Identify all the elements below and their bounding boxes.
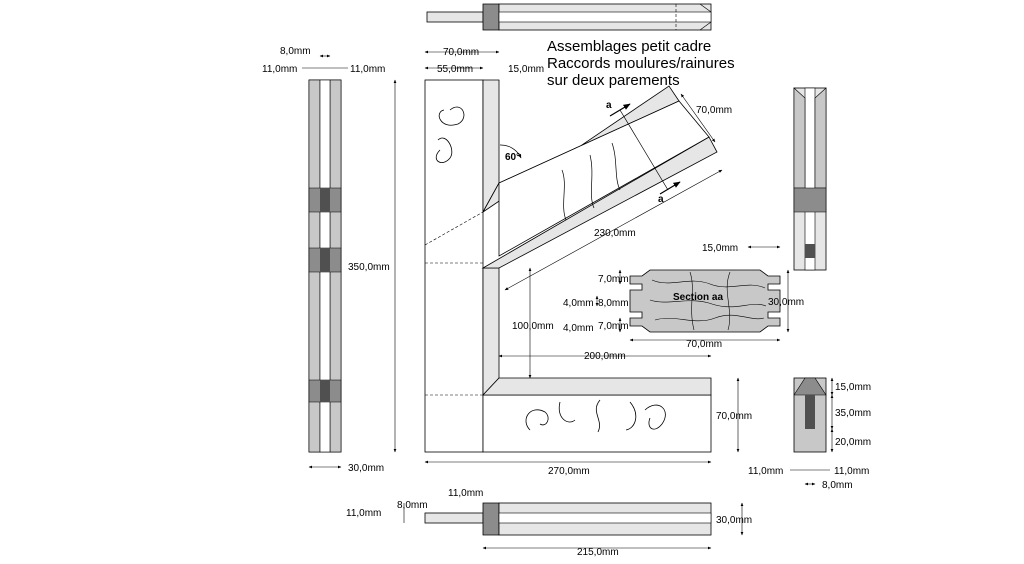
dim-w-270: 270,0mm xyxy=(548,466,590,477)
dim-sec-4b: 4,0mm xyxy=(563,323,594,334)
dimension-labels: 8,0mm 11,0mm 11,0mm 30,0mm 70,0mm 55,0mm… xyxy=(262,46,871,558)
right-side-view-top xyxy=(793,87,827,271)
right-side-view-bottom xyxy=(793,377,827,453)
title-line-1: Assemblages petit cadre xyxy=(547,38,712,55)
dim-w-200: 200,0mm xyxy=(584,351,626,362)
dim-top-70: 70,0mm xyxy=(443,47,479,58)
dim-left-30: 30,0mm xyxy=(348,463,384,474)
dim-bot-8: 8,0mm xyxy=(397,500,428,511)
dim-rs-8: 8,0mm xyxy=(822,480,853,491)
dim-rail-70: 70,0mm xyxy=(716,411,752,422)
section-mark-top: a xyxy=(606,100,612,111)
dim-left-8: 8,0mm xyxy=(280,46,311,57)
dim-sec-7a: 7,0mm xyxy=(598,274,629,285)
dim-rs-35: 35,0mm xyxy=(835,408,871,419)
dimension-lines xyxy=(302,50,834,550)
dim-bot-11a: 11,0mm xyxy=(346,508,381,519)
dim-rs-11b: 11,0mm xyxy=(834,466,869,477)
bottom-view xyxy=(424,502,712,536)
section-aa-label: Section aa xyxy=(673,292,723,303)
angle-label: 60° xyxy=(505,152,520,163)
dim-diag-70: 70,0mm xyxy=(696,105,732,116)
dim-sec-7b: 7,0mm xyxy=(598,321,629,332)
dim-bot-215: 215,0mm xyxy=(577,547,619,558)
top-view xyxy=(426,3,712,31)
title-line-2: Raccords moulures/rainures xyxy=(547,55,735,72)
dim-sec-70: 70,0mm xyxy=(686,339,722,350)
dim-sec-30: 30,0mm xyxy=(768,297,804,308)
dim-left-11a: 11,0mm xyxy=(262,64,297,75)
dim-h-100: 100,0mm xyxy=(512,321,554,332)
dim-sec-8: 8,0mm xyxy=(598,298,629,309)
dim-height-350: 350,0mm xyxy=(348,262,390,273)
dim-top-15: 15,0mm xyxy=(508,64,544,75)
dim-bot-30: 30,0mm xyxy=(716,515,752,526)
dim-top-55: 55,0mm xyxy=(437,64,473,75)
dim-rs-11a: 11,0mm xyxy=(748,466,783,477)
dim-left-11b: 11,0mm xyxy=(350,64,385,75)
dim-bot-11b: 11,0mm xyxy=(448,488,483,499)
dim-sec-15: 15,0mm xyxy=(702,243,738,254)
dim-rs-20: 20,0mm xyxy=(835,437,871,448)
dim-diag-230: 230,0mm xyxy=(594,228,636,239)
frame-assembly xyxy=(424,79,718,453)
dim-sec-4a: 4,0mm xyxy=(563,298,594,309)
title-line-3: sur deux parements xyxy=(547,72,680,89)
dim-rs-15: 15,0mm xyxy=(835,382,871,393)
left-side-view xyxy=(308,79,342,453)
annotation-labels: 60° a a Section aa xyxy=(505,100,723,303)
section-mark-bottom: a xyxy=(658,194,664,205)
